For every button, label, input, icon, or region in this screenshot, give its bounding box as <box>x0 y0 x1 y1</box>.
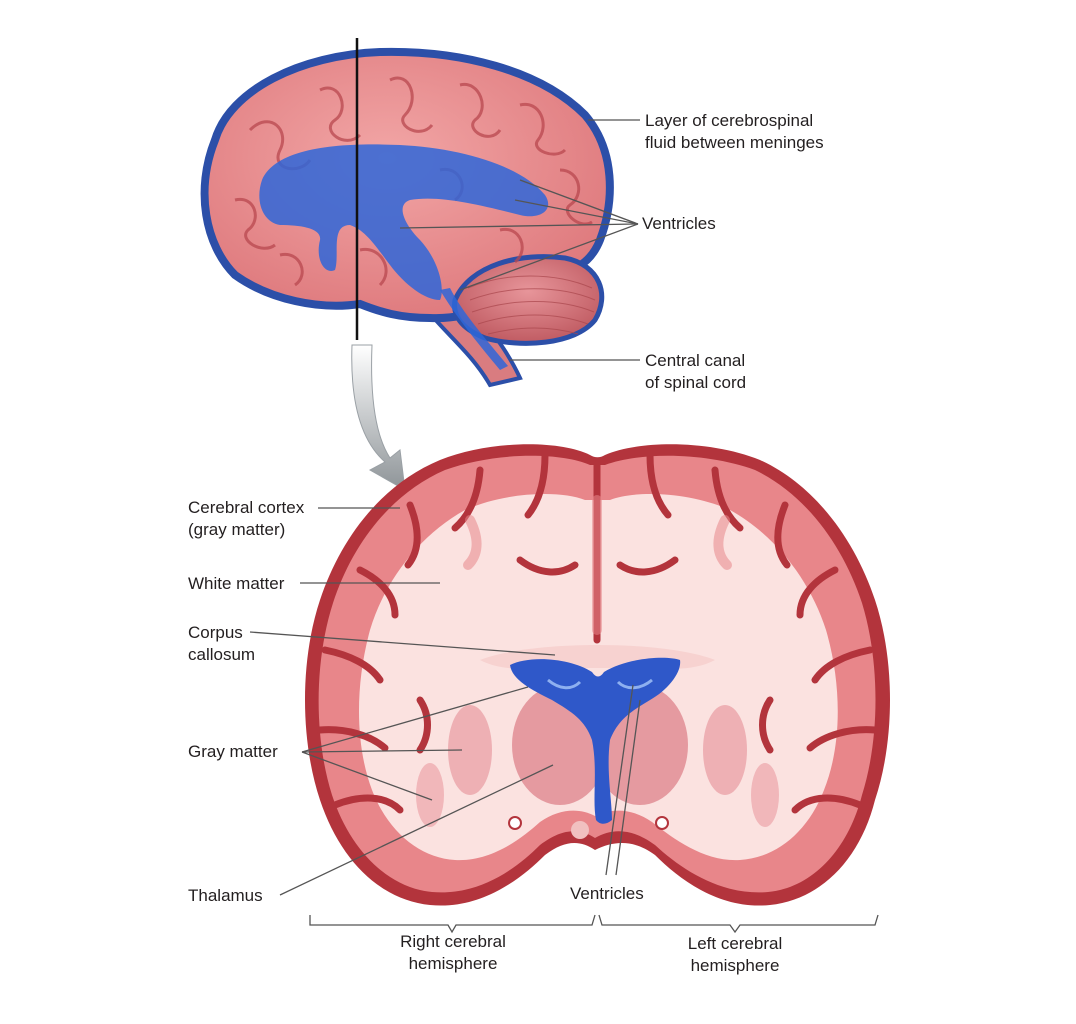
label-gray-matter: Gray matter <box>188 742 278 761</box>
basal-ganglia-left <box>703 705 747 795</box>
label-thalamus: Thalamus <box>188 886 263 905</box>
label-cerebral-cortex: Cerebral cortex (gray matter) <box>188 498 305 539</box>
label-right-hemisphere: Right cerebral hemisphere <box>400 932 506 973</box>
temporal-bump-left <box>655 816 669 830</box>
transition-arrow <box>351 344 406 491</box>
ventricle-highlights <box>547 678 653 690</box>
cerebellum-folia <box>467 275 596 335</box>
insula-gray-left <box>751 763 779 827</box>
coronal-sulci <box>316 451 879 814</box>
label-ventricles-top: Ventricles <box>642 214 716 233</box>
label-left-hemisphere: Left cerebral hemisphere <box>687 934 783 975</box>
label-white-matter: White matter <box>188 574 285 593</box>
sagittal-gyri <box>234 76 593 287</box>
sagittal-leaders <box>399 119 640 361</box>
coronal-ventricles <box>510 657 681 824</box>
basal-ganglia-right <box>448 705 492 795</box>
sagittal-brain <box>200 38 614 388</box>
label-corpus-callosum: Corpus callosum <box>188 623 256 664</box>
fourth-ventricle-canal <box>440 288 508 370</box>
label-ventricles-bottom: Ventricles <box>570 884 644 903</box>
label-central-canal: Central canal of spinal cord <box>645 351 747 392</box>
right-hemisphere-brace <box>309 914 596 934</box>
sulci-cortex-lining <box>463 495 732 635</box>
insula-gray-right <box>416 763 444 827</box>
midline-bump <box>571 821 589 839</box>
label-csf-layer: Layer of cerebrospinal fluid between men… <box>645 111 824 152</box>
coronal-leaders <box>249 507 641 896</box>
left-hemisphere-brace <box>598 914 879 934</box>
sagittal-ventricles <box>259 144 549 300</box>
temporal-bump-right <box>508 816 522 830</box>
coronal-brain <box>305 444 890 906</box>
hemisphere-braces <box>309 914 879 934</box>
